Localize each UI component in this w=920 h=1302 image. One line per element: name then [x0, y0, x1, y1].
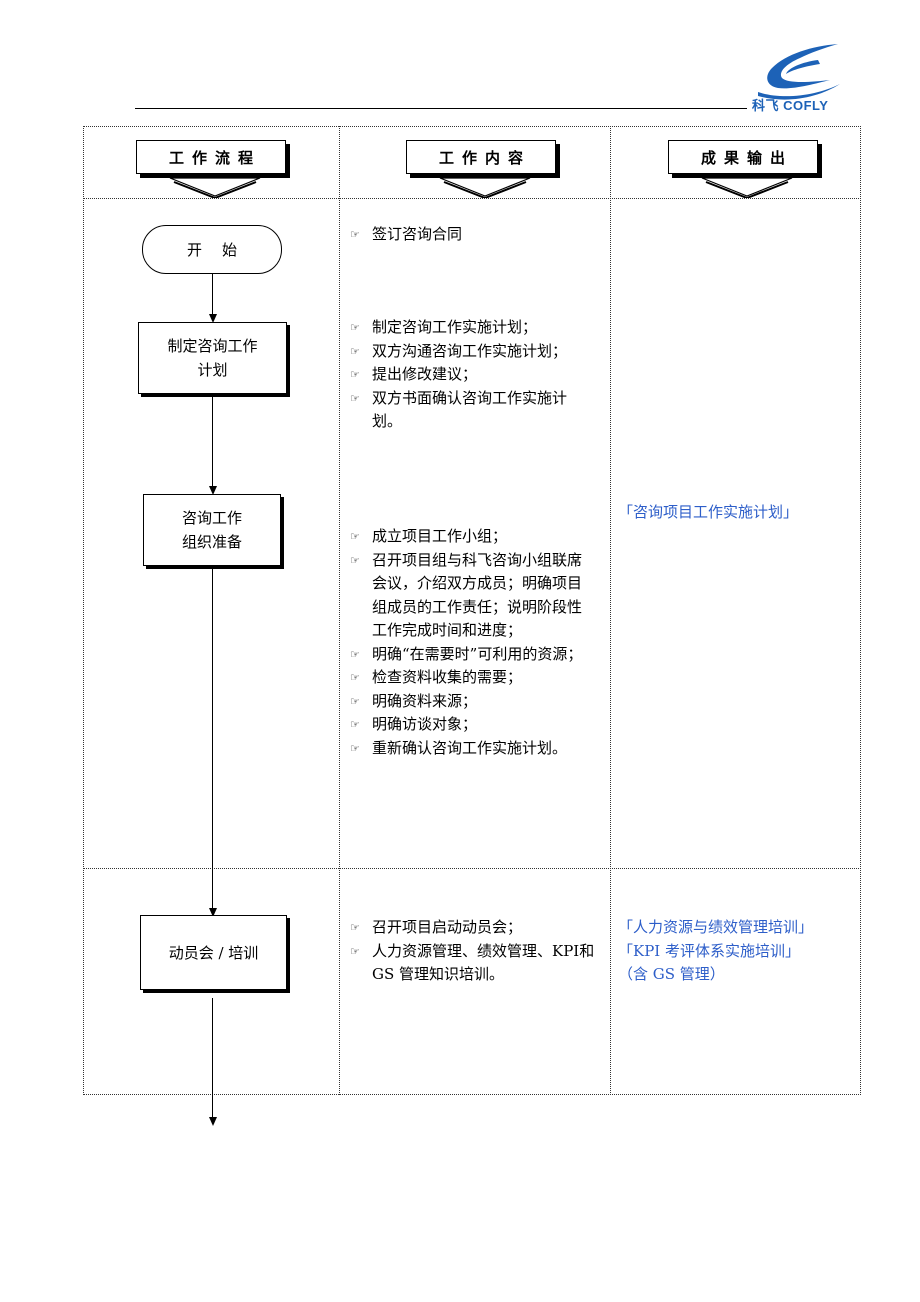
down-arrow-icon	[701, 177, 793, 198]
output-plan: 「咨询项目工作实施计划」	[618, 501, 798, 525]
column-divider	[610, 126, 611, 1095]
down-arrow-icon	[439, 177, 531, 198]
flow-step-training: 动员会 / 培训	[140, 915, 287, 990]
logo-text: 科飞 COFLY	[752, 98, 829, 113]
pointing-hand-icon: ☞	[350, 718, 360, 731]
output-training: 「人力资源与绩效管理培训」 「KPI 考评体系实施培训」 （含 GS 管理）	[618, 916, 813, 987]
column-header-label: 成果输出	[668, 140, 818, 174]
column-divider	[339, 126, 340, 1095]
pointing-hand-icon: ☞	[350, 647, 360, 661]
pointing-hand-icon: ☞	[350, 553, 360, 567]
list-item: ☞检查资料收集的需要；	[344, 666, 596, 690]
flow-step-plan: 制定咨询工作 计划	[138, 322, 287, 394]
output-item: 「人力资源与绩效管理培训」	[618, 918, 814, 936]
workflow-table	[83, 126, 861, 1095]
list-item: ☞签订咨询合同	[344, 223, 596, 247]
output-item: 「咨询项目工作实施计划」	[618, 503, 799, 521]
list-item: ☞制定咨询工作实施计划；	[344, 316, 596, 340]
column-header-label: 工作内容	[406, 140, 556, 174]
pointing-hand-icon: ☞	[350, 391, 360, 405]
arrow-head-icon	[209, 908, 217, 917]
pointing-hand-icon: ☞	[350, 368, 360, 381]
pointing-hand-icon: ☞	[350, 921, 360, 934]
arrow-head-icon	[209, 1117, 217, 1126]
column-header-content: 工作内容	[406, 140, 560, 198]
pointing-hand-icon: ☞	[350, 741, 360, 755]
pointing-hand-icon: ☞	[350, 694, 360, 708]
flow-step-prepare: 咨询工作 组织准备	[143, 494, 281, 566]
arrow-head-icon	[209, 314, 217, 323]
list-item: ☞重新确认咨询工作实施计划。	[344, 737, 596, 761]
list-item: ☞提出修改建议；	[344, 363, 596, 387]
flow-connector	[212, 569, 213, 909]
pointing-hand-icon: ☞	[350, 530, 360, 543]
list-item: ☞成立项目工作小组；	[344, 525, 596, 549]
pointing-hand-icon: ☞	[350, 344, 360, 358]
list-item: ☞双方沟通咨询工作实施计划；	[344, 340, 596, 364]
cofly-logo-icon	[758, 44, 840, 100]
row-divider	[83, 868, 861, 869]
column-header-label: 工作流程	[136, 140, 286, 174]
list-item: ☞人力资源管理、绩效管理、KPI和 GS 管理知识培训。	[350, 941, 595, 984]
list-item: ☞明确资料来源；	[344, 690, 596, 714]
list-item: ☞召开项目启动动员会；	[344, 916, 596, 940]
pointing-hand-icon: ☞	[350, 671, 360, 684]
list-item: ☞双方书面确认咨询工作实施计划。	[350, 388, 568, 431]
flow-connector	[212, 397, 213, 487]
flow-start: 开始	[142, 225, 282, 274]
arrow-head-icon	[209, 486, 217, 495]
header-rule	[135, 108, 747, 109]
list-item: ☞召开项目组与科飞咨询小组联席会议，介绍双方成员；明确项目组成员的工作责任；说明…	[350, 550, 583, 640]
flow-connector	[212, 998, 213, 1118]
content-group-contract: ☞签订咨询合同	[344, 223, 596, 247]
output-item: 「KPI 考评体系实施培训」	[618, 941, 800, 960]
column-header-flow: 工作流程	[136, 140, 290, 198]
pointing-hand-icon: ☞	[350, 944, 360, 958]
row-divider	[83, 198, 861, 199]
output-item: （含 GS 管理）	[618, 965, 725, 983]
list-item: ☞明确访谈对象；	[344, 713, 596, 737]
content-group-prepare: ☞成立项目工作小组； ☞召开项目组与科飞咨询小组联席会议，介绍双方成员；明确项目…	[344, 525, 596, 760]
pointing-hand-icon: ☞	[350, 321, 360, 334]
list-item: ☞明确“在需要时”可利用的资源；	[344, 643, 596, 667]
column-header-output: 成果输出	[668, 140, 822, 198]
down-arrow-icon	[169, 177, 261, 198]
flow-connector	[212, 274, 213, 315]
content-group-training: ☞召开项目启动动员会； ☞人力资源管理、绩效管理、KPI和 GS 管理知识培训。	[344, 916, 596, 987]
pointing-hand-icon: ☞	[350, 228, 360, 241]
content-group-plan: ☞制定咨询工作实施计划； ☞双方沟通咨询工作实施计划； ☞提出修改建议； ☞双方…	[344, 316, 596, 434]
